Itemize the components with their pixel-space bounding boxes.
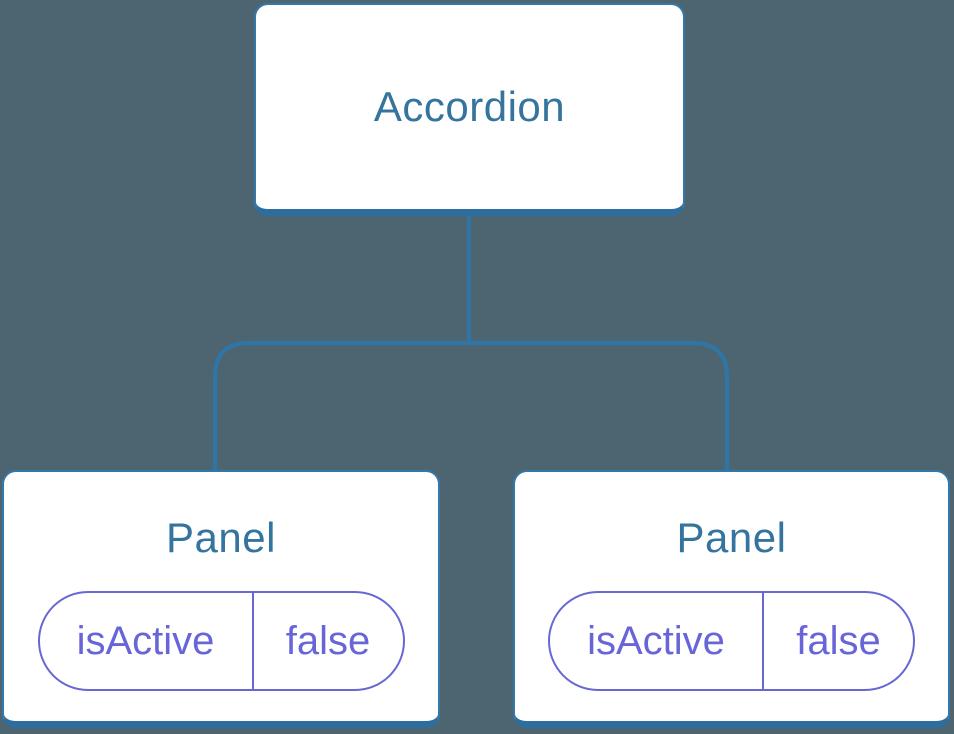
panel-2-state-key: isActive (587, 618, 725, 663)
panel-2-state-value: false (796, 618, 881, 663)
panel-node-2-label: Panel (676, 514, 787, 561)
pill-divider (762, 593, 764, 689)
panel-1-state-value: false (285, 618, 371, 663)
panel-1-state-key: isActive (76, 618, 215, 663)
pill-divider (251, 593, 254, 689)
panel-node-2: Panel isActive false (513, 470, 950, 728)
panel-1-state-pill: isActive false (37, 591, 405, 691)
accordion-node: Accordion (254, 3, 685, 216)
panel-node-1: Panel isActive false (2, 470, 440, 728)
panel-2-state-pill: isActive false (548, 591, 915, 691)
accordion-node-label: Accordion (373, 83, 566, 130)
panel-node-1-label: Panel (166, 514, 276, 561)
